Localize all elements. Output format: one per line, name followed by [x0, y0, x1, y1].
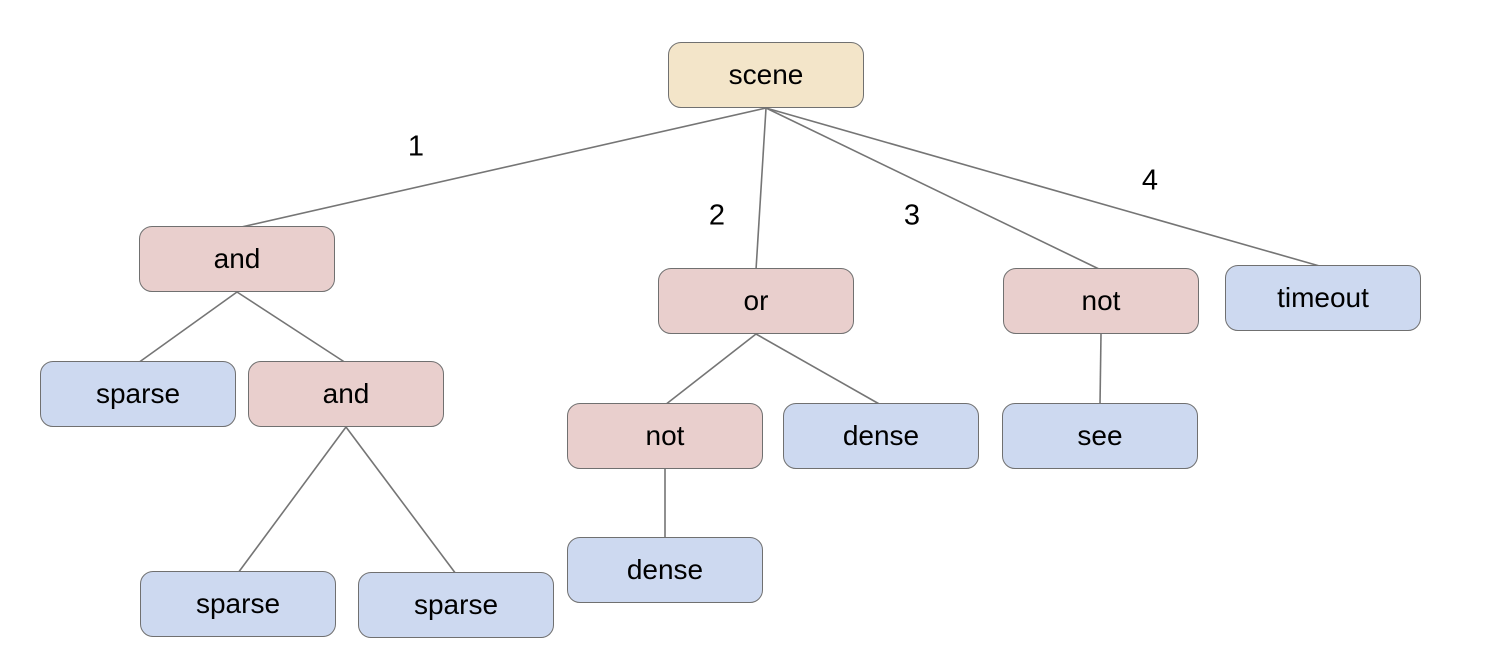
edge-scene-timeout	[765, 107, 1324, 268]
edge-and-sparse	[137, 291, 238, 364]
edge-or-dense	[755, 333, 882, 406]
node-dense-2: dense	[567, 537, 763, 603]
edge-label-4: 4	[1141, 164, 1159, 197]
node-scene: scene	[668, 42, 864, 108]
edge-and-and	[236, 291, 347, 364]
edge-and2-sparse3	[345, 426, 457, 575]
node-not-1: not	[1003, 268, 1199, 334]
node-and-2: and	[248, 361, 444, 427]
node-or-1: or	[658, 268, 854, 334]
node-timeout-1: timeout	[1225, 265, 1421, 331]
edge-not-see	[1099, 333, 1102, 406]
edge-label-2: 2	[708, 199, 726, 232]
node-sparse-2: sparse	[140, 571, 336, 637]
node-dense-1: dense	[783, 403, 979, 469]
node-see-1: see	[1002, 403, 1198, 469]
node-and-1: and	[139, 226, 335, 292]
edge-and2-sparse2	[237, 426, 347, 574]
node-not-2: not	[567, 403, 763, 469]
edge-scene-not	[765, 107, 1102, 271]
node-sparse-3: sparse	[358, 572, 554, 638]
edge-scene-or	[755, 107, 767, 271]
edge-scene-and	[236, 107, 767, 229]
node-sparse-1: sparse	[40, 361, 236, 427]
edge-label-1: 1	[407, 130, 425, 163]
edge-or-not2	[664, 333, 757, 406]
edge-label-3: 3	[903, 199, 921, 232]
